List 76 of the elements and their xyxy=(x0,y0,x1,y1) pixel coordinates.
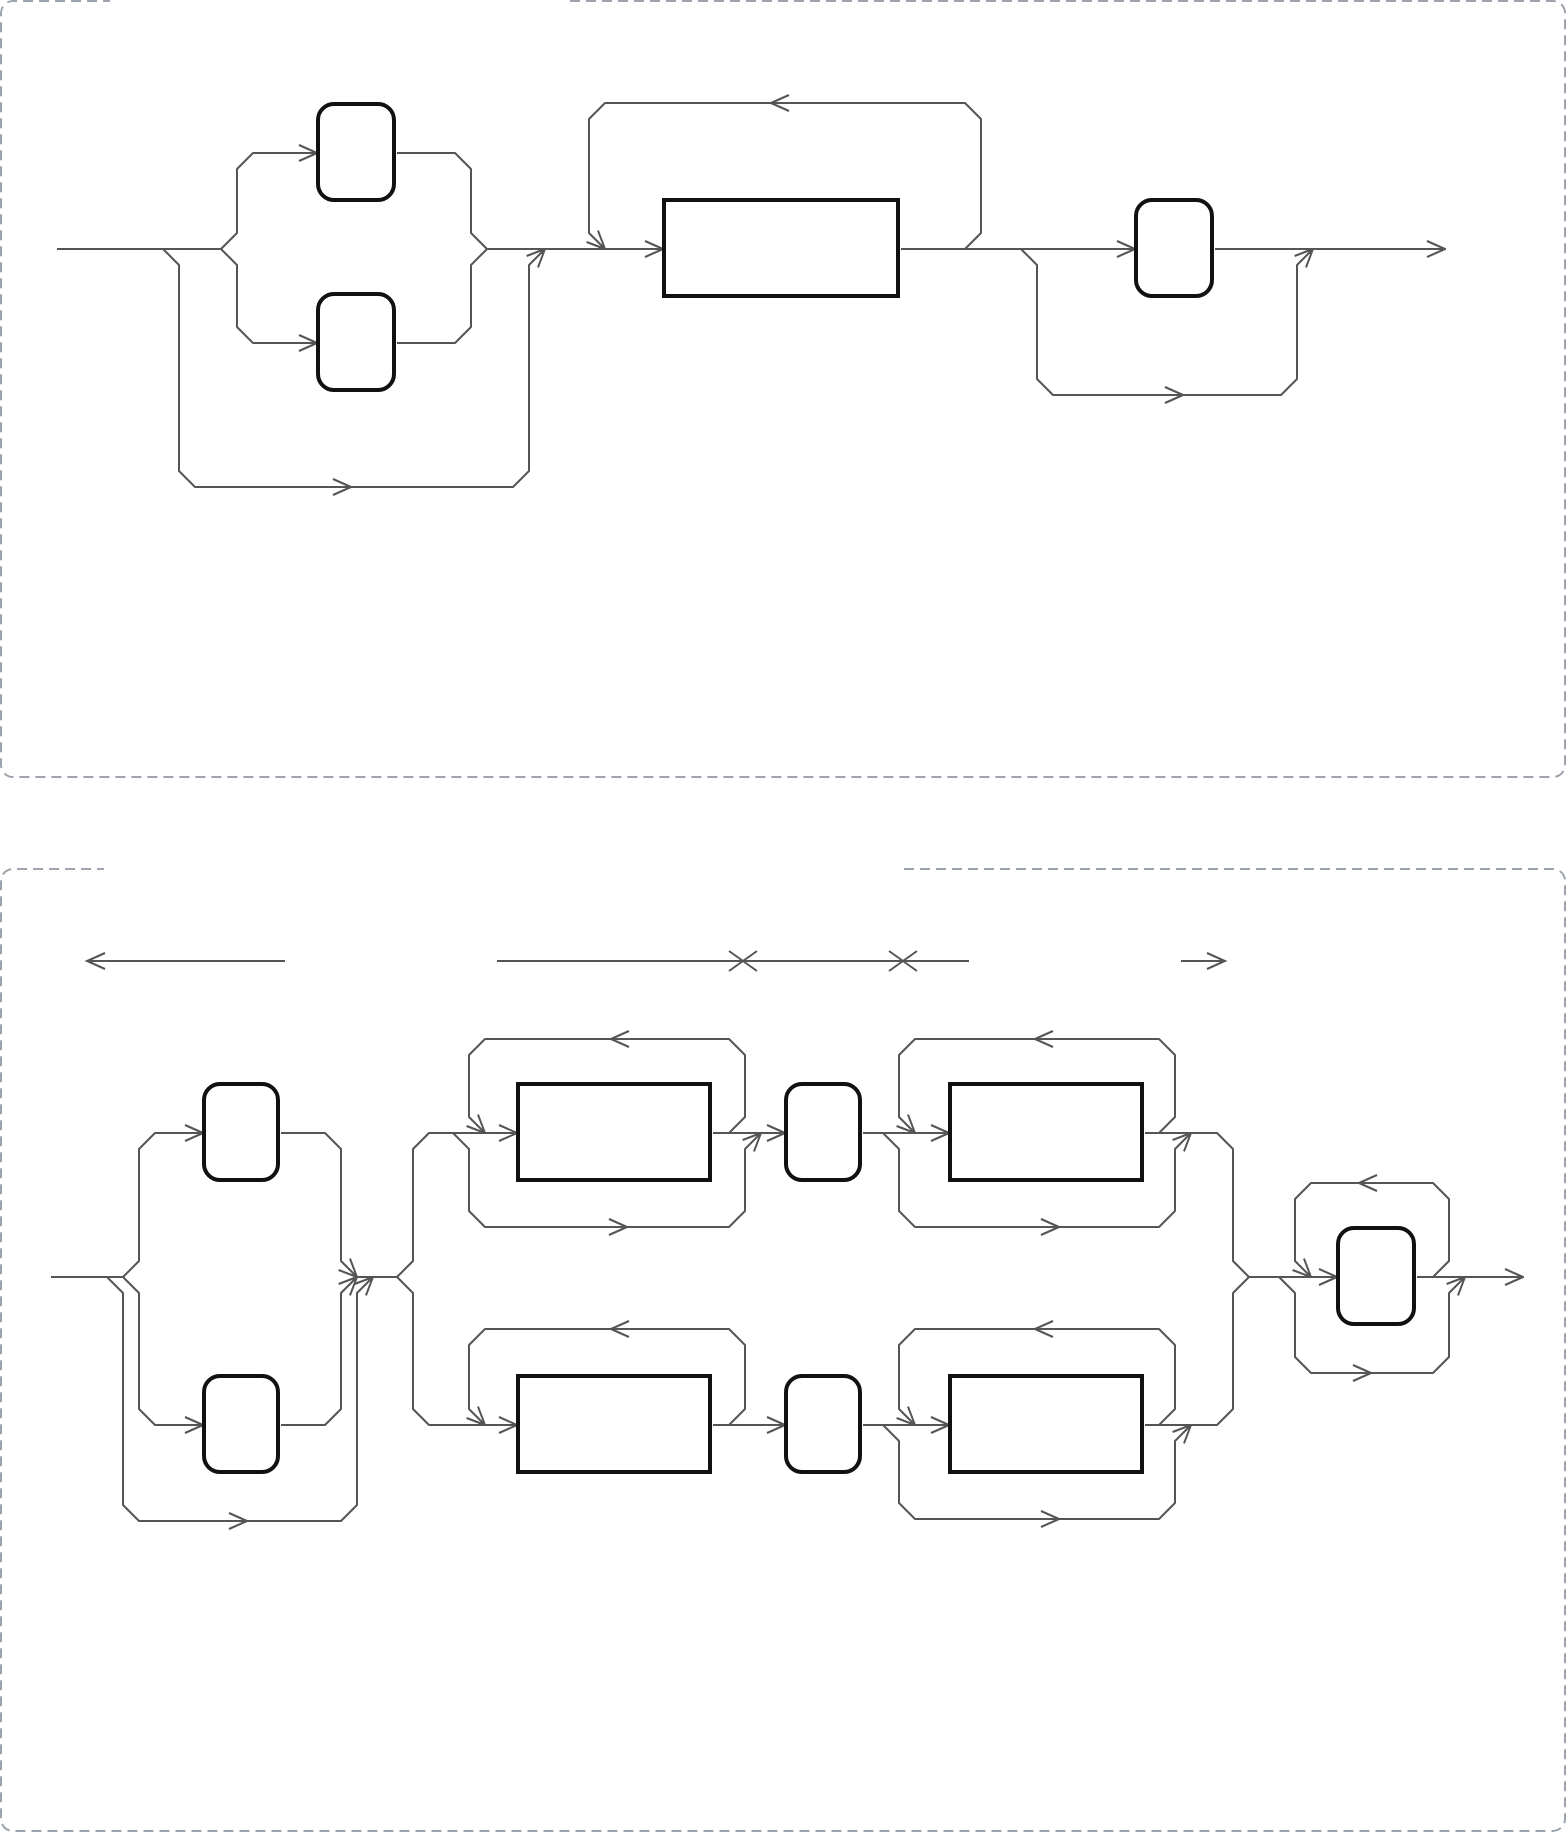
connector xyxy=(914,1124,950,1142)
connector xyxy=(372,1276,398,1278)
connector xyxy=(604,240,664,258)
rounded-box xyxy=(784,1374,862,1474)
connector xyxy=(452,1132,762,1236)
connector xyxy=(106,1276,374,1530)
connector xyxy=(914,1416,950,1434)
connector xyxy=(162,248,222,250)
rounded-box xyxy=(316,292,396,392)
connector xyxy=(882,1424,1192,1528)
rounded-box xyxy=(202,1374,280,1474)
connector xyxy=(1158,1132,1192,1134)
connector xyxy=(452,1132,486,1134)
rectangle-box xyxy=(948,1082,1144,1182)
connector xyxy=(122,1124,204,1278)
connector xyxy=(1144,1424,1160,1426)
connector xyxy=(280,1276,358,1426)
connector xyxy=(396,248,488,344)
connector xyxy=(280,1132,358,1278)
connector xyxy=(106,1276,124,1278)
rectangle-box xyxy=(516,1082,712,1182)
connector xyxy=(882,1424,916,1426)
connector xyxy=(486,248,546,250)
connector xyxy=(122,1276,204,1434)
rectangle-box xyxy=(948,1374,1144,1474)
connector xyxy=(1291,1174,1450,1278)
rounded-box xyxy=(202,1082,280,1182)
connector xyxy=(1312,240,1446,258)
connector xyxy=(465,1320,746,1426)
connector xyxy=(484,1416,518,1434)
connector xyxy=(1464,1268,1524,1286)
connector xyxy=(396,1132,454,1278)
connector xyxy=(964,248,1022,250)
connector xyxy=(895,1320,1176,1426)
connector xyxy=(585,94,982,250)
rectangle-box xyxy=(662,198,900,298)
connector xyxy=(712,1132,730,1134)
connector xyxy=(1278,1276,1466,1382)
connector xyxy=(56,248,164,250)
rectangle-box xyxy=(516,1374,712,1474)
connector xyxy=(1020,248,1314,404)
connector xyxy=(396,1276,486,1426)
connector xyxy=(1416,1276,1434,1278)
connector xyxy=(162,248,546,496)
rounded-box xyxy=(784,1082,862,1182)
connector xyxy=(396,152,488,250)
connector xyxy=(1310,1268,1338,1286)
connector xyxy=(1190,1132,1250,1278)
rounded-box xyxy=(1134,198,1214,298)
connector xyxy=(1190,1276,1250,1426)
connector xyxy=(1214,248,1314,250)
connector xyxy=(882,1132,1192,1236)
connector xyxy=(1278,1276,1312,1278)
connector xyxy=(760,1124,786,1142)
connector xyxy=(882,1132,916,1134)
connector xyxy=(465,1030,746,1134)
connector xyxy=(712,1424,730,1426)
connector xyxy=(544,248,606,250)
connector xyxy=(50,1276,108,1278)
rounded-box xyxy=(316,102,396,202)
connector xyxy=(220,144,318,250)
connector xyxy=(728,1416,786,1434)
connector xyxy=(1020,240,1136,258)
connector xyxy=(1248,1276,1280,1278)
connector xyxy=(220,248,318,352)
connector xyxy=(728,1132,762,1134)
connector xyxy=(484,1124,518,1142)
connector xyxy=(862,1132,884,1134)
connector xyxy=(900,248,966,250)
connector xyxy=(1158,1424,1192,1426)
connector xyxy=(895,1030,1176,1134)
connector xyxy=(356,1276,374,1278)
connector xyxy=(1432,1276,1466,1278)
rounded-box xyxy=(1336,1226,1416,1326)
connector xyxy=(1144,1132,1160,1134)
connector xyxy=(862,1424,884,1426)
